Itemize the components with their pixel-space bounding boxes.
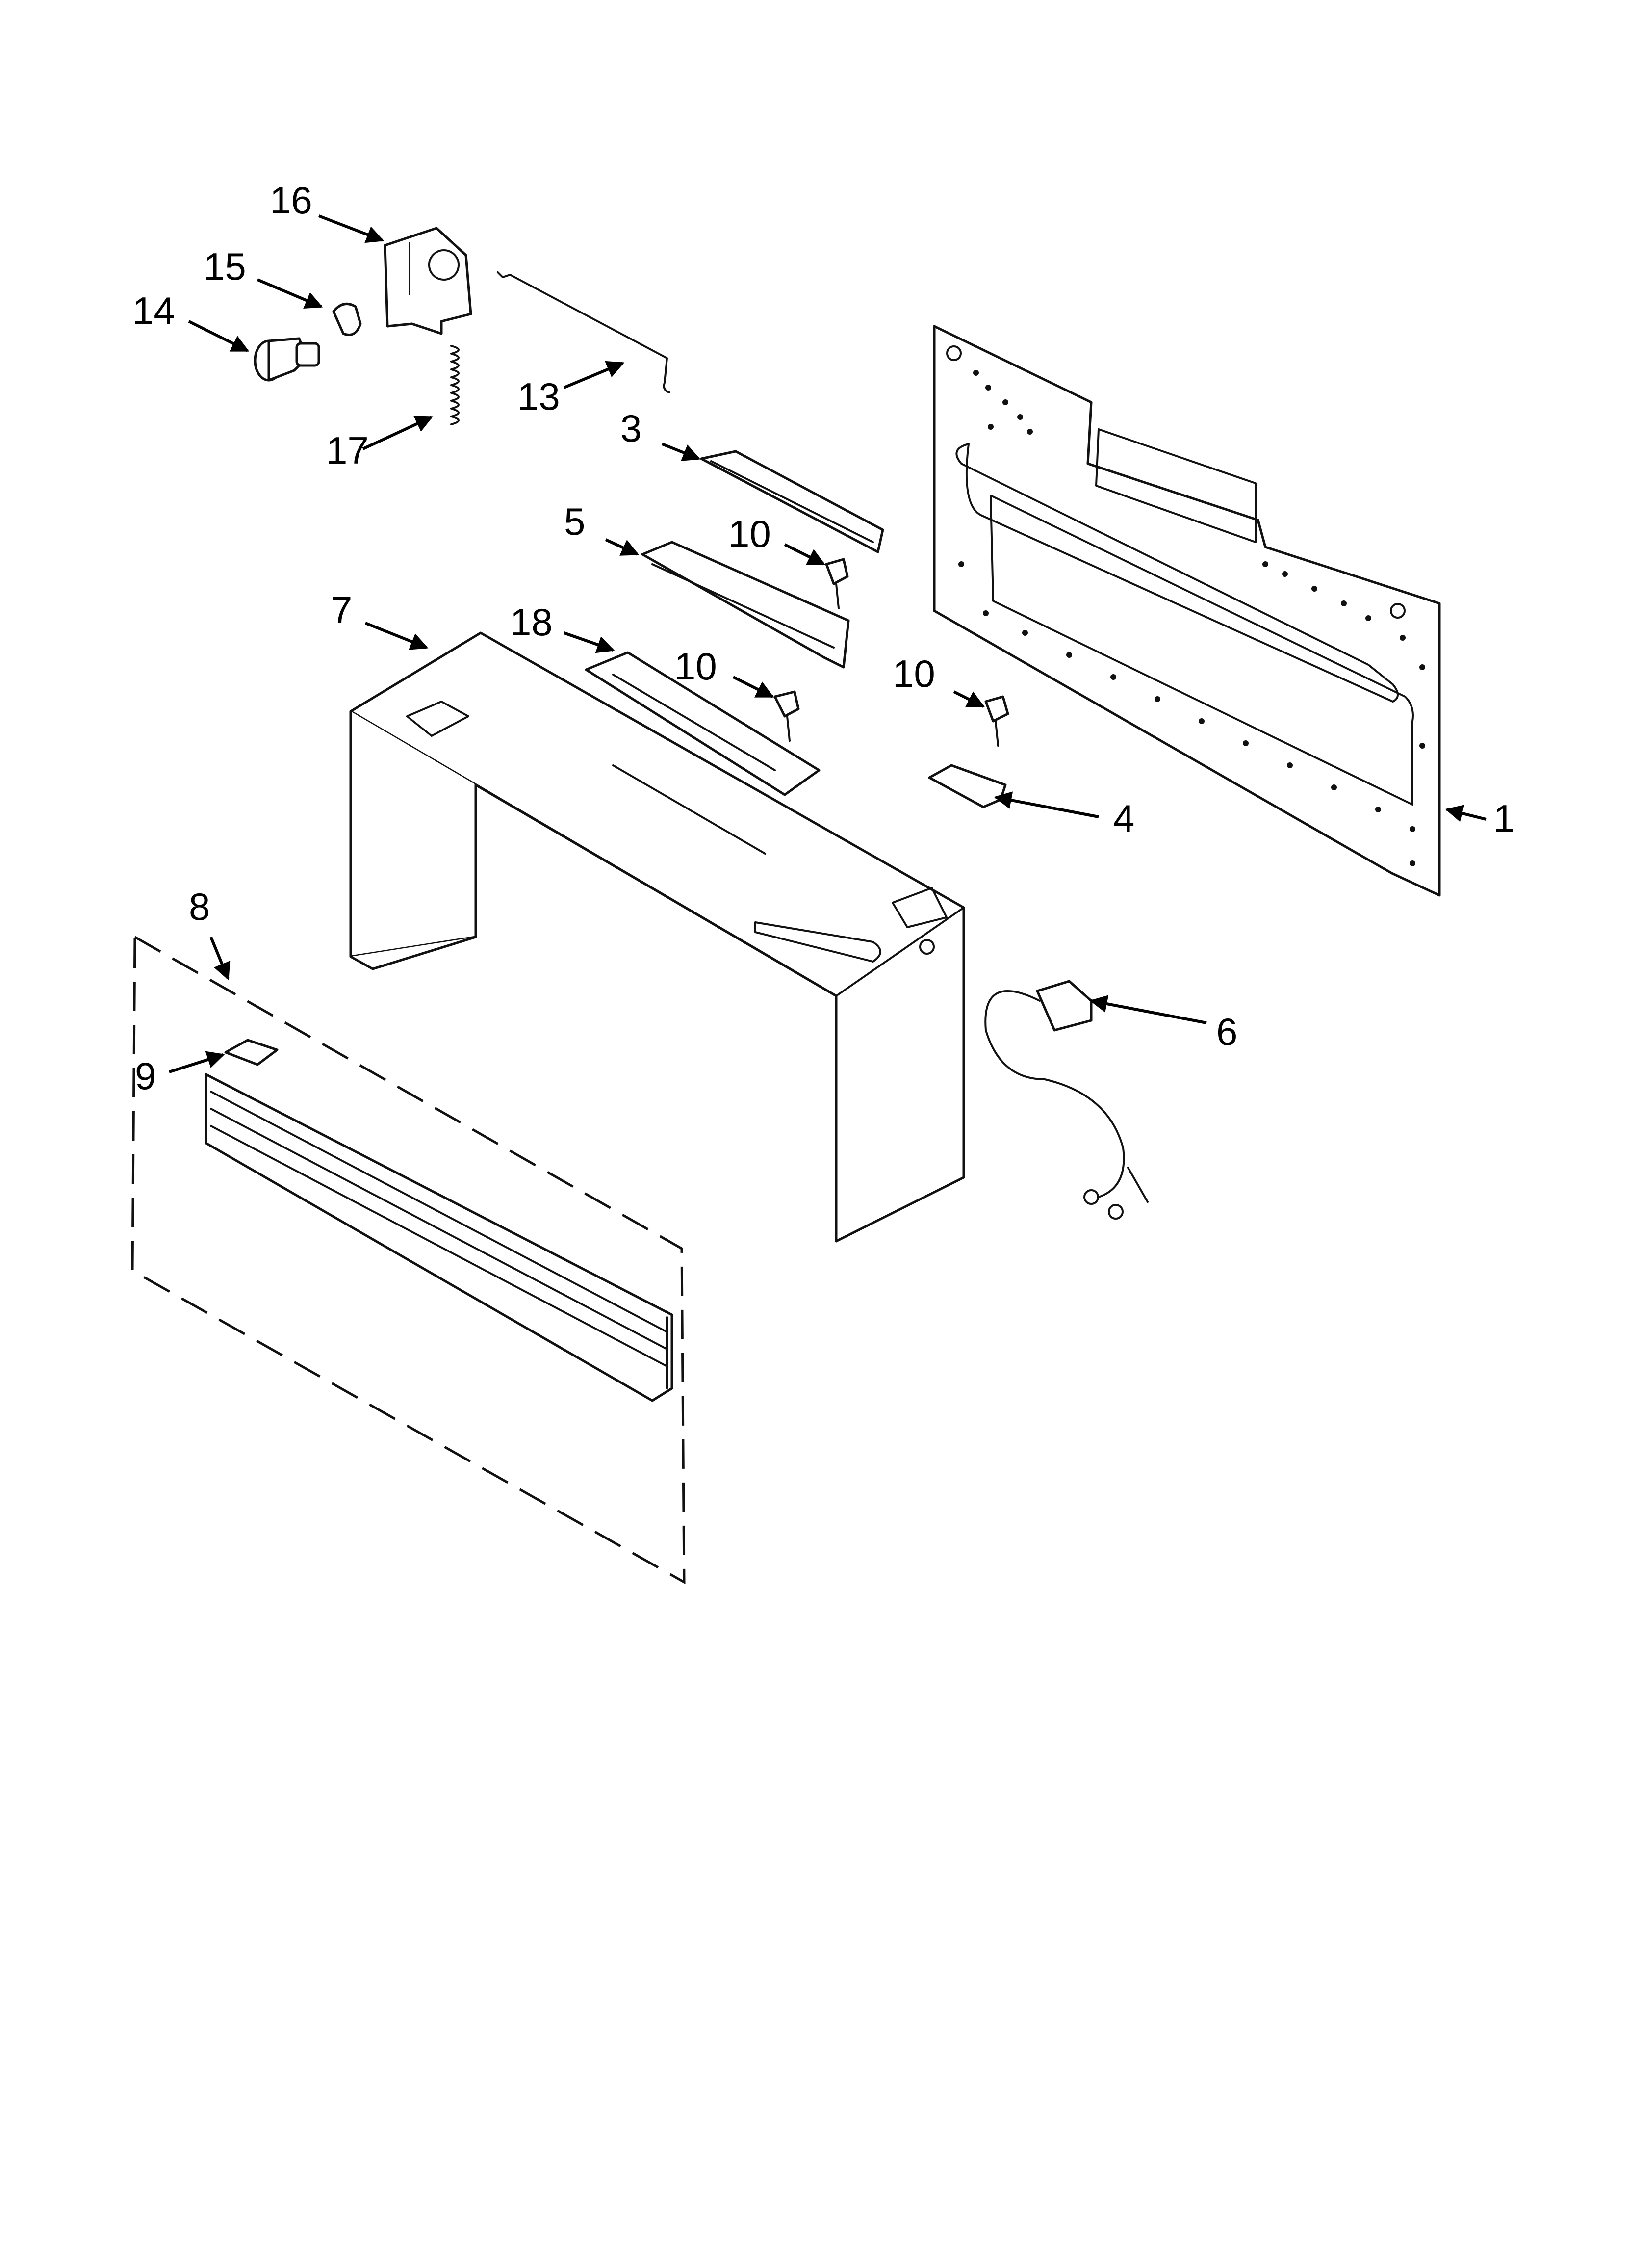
callout-5: 5 <box>564 500 585 543</box>
callout-18: 18 <box>510 600 553 644</box>
part-4-small-bracket <box>928 764 1007 808</box>
part-9-label-tag <box>224 1039 279 1066</box>
callout-4: 4 <box>1113 797 1134 840</box>
part-13-wire-rod <box>497 271 670 393</box>
callout-8: 8 <box>189 885 210 928</box>
part-8-vent-assembly-outline <box>131 935 686 1585</box>
callout-9: 9 <box>135 1054 156 1097</box>
callout-6: 6 <box>1216 1010 1237 1053</box>
callout-16: 16 <box>270 179 312 222</box>
part-16-hinge-bracket <box>384 227 472 335</box>
part-1-mounting-plate <box>933 325 1441 897</box>
callout-17: 17 <box>326 429 369 472</box>
part-14-knob <box>254 337 320 382</box>
callout-7: 7 <box>331 588 352 631</box>
callout-13: 13 <box>517 375 560 418</box>
part-17-spring <box>450 345 460 425</box>
callout-3: 3 <box>620 407 641 450</box>
part-7-cabinet-shell <box>349 631 965 1243</box>
part-10-screw-a <box>825 558 849 609</box>
callout-1: 1 <box>1493 797 1514 840</box>
leader-lines <box>169 214 1487 1073</box>
callout-10-top: 10 <box>728 512 771 555</box>
callout-14: 14 <box>132 289 175 332</box>
part-5-channel <box>641 541 850 669</box>
part-10-screw-b <box>773 690 800 742</box>
callout-labels: 16 15 14 13 17 3 5 10 7 18 10 10 4 1 6 8… <box>132 179 1514 1097</box>
part-6-wiring-harness <box>984 980 1149 1220</box>
part-15-clip <box>332 302 362 336</box>
vent-grille <box>205 1073 673 1402</box>
callout-10-right: 10 <box>893 652 935 695</box>
part-18-gasket-plate <box>585 651 821 796</box>
callout-10-middle: 10 <box>674 645 717 688</box>
callout-15: 15 <box>204 245 246 288</box>
part-10-screw-c <box>984 695 1009 747</box>
part-3-strip <box>700 450 884 553</box>
